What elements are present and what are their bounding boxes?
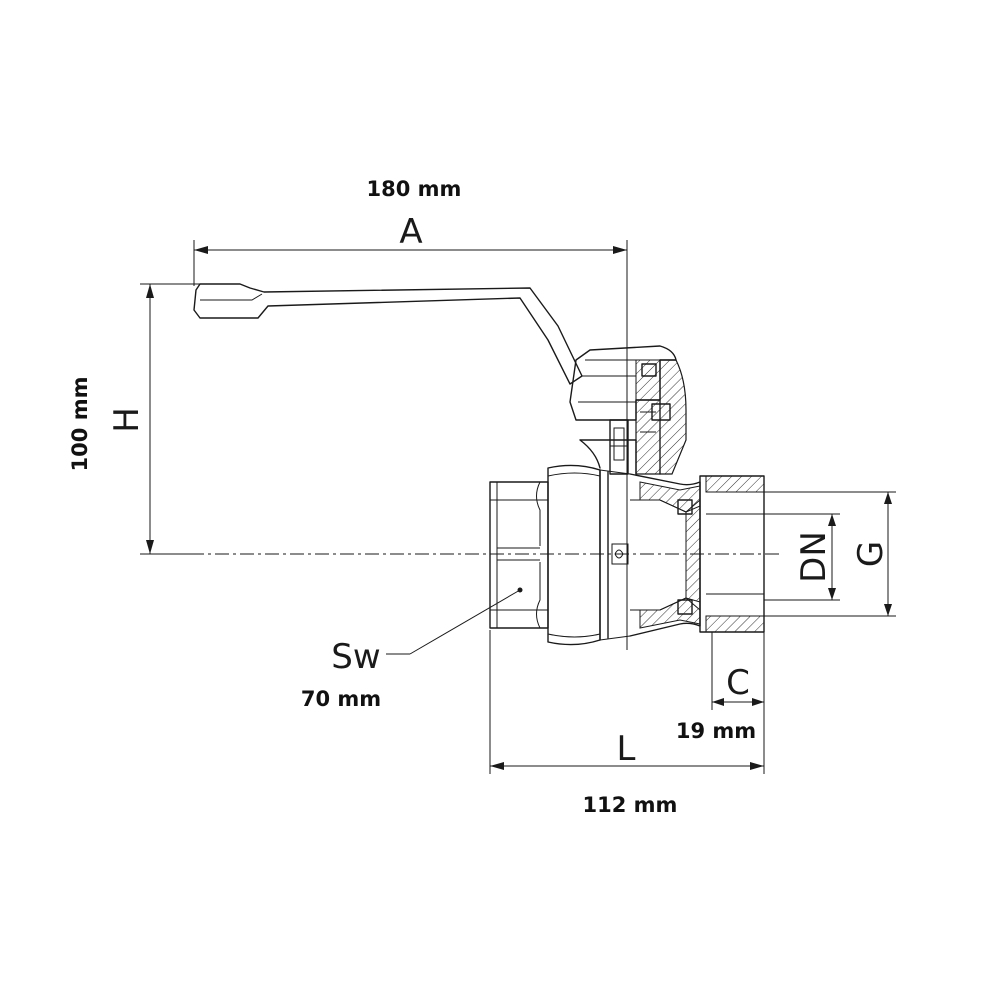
dimension-C (711, 632, 764, 710)
label-L: L (617, 729, 636, 769)
dimension-H (140, 283, 200, 555)
label-C: C (726, 663, 750, 703)
label-A: A (399, 212, 422, 252)
value-A: 180 mm (367, 177, 462, 201)
label-H: H (107, 407, 147, 433)
label-DN: DN (794, 531, 834, 583)
label-G: G (851, 541, 891, 567)
value-C: 19 mm (676, 719, 756, 743)
dimension-DN (764, 513, 840, 601)
dimension-L (489, 630, 765, 774)
lever-handle (193, 283, 583, 385)
left-end-hex (489, 481, 549, 629)
dimension-Sw (386, 587, 523, 655)
dimension-A (193, 240, 628, 650)
dimension-G (764, 491, 896, 617)
value-H: 100 mm (68, 377, 92, 472)
value-Sw: 70 mm (301, 687, 381, 711)
valve-outline (140, 283, 780, 646)
value-L: 112 mm (583, 793, 678, 817)
label-Sw: Sw (331, 637, 380, 677)
valve-body (547, 464, 601, 646)
